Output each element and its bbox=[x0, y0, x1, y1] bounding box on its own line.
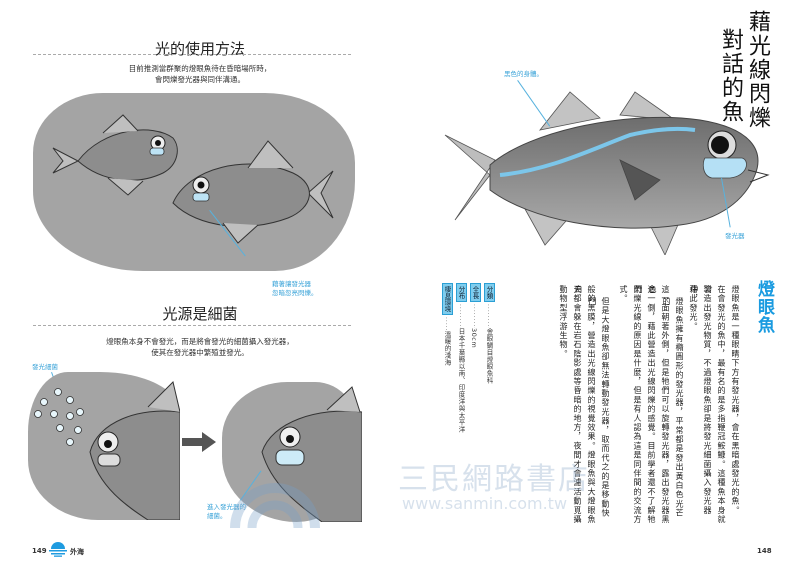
intro-line: 會閃爍發光器與同伴溝通。 bbox=[155, 75, 245, 84]
page-number-left: 149 bbox=[32, 547, 47, 555]
divider bbox=[33, 325, 351, 326]
left-page: 光的使用方法 目前推測當群聚的燈眼魚待在昏暗場所時， 會閃爍發光器與同伴溝通。 bbox=[0, 40, 400, 557]
body-text-col: 製造出發光物質，不過燈眼魚卻是將發光細菌攝入發光器中， bbox=[690, 285, 712, 515]
info-value: 金眼鯛目燈眼魚科 bbox=[485, 328, 493, 384]
info-label: 棲息環境 bbox=[442, 283, 453, 315]
body-text-col: 般的黑膜，營造出光線閃爍的視覺效果。燈眼魚與大燈眼魚白 bbox=[574, 285, 596, 525]
body-text-col: 閃爍光線的原因是什麼，但是有人認為這是同伴間的交流方 bbox=[633, 285, 642, 525]
dotted-leader: ·········· bbox=[456, 304, 463, 328]
body-text-col: 藉此發光。 bbox=[689, 285, 698, 331]
arrow-right-icon bbox=[182, 432, 216, 452]
main-title-col2: 對話的魚 bbox=[718, 28, 743, 124]
info-label: 全長 bbox=[470, 283, 481, 302]
info-value: 日本千葉縣以南、印度洋與太平洋 bbox=[457, 328, 465, 433]
info-value: 30cm bbox=[470, 328, 478, 349]
main-title-col1: 藉光線閃爍 bbox=[745, 10, 770, 130]
lanterneye-fish-illustration bbox=[444, 91, 770, 255]
dotted-leader: ·········· bbox=[484, 304, 491, 328]
fish-with-bacteria-illustration bbox=[261, 386, 363, 523]
section-label: 外海 bbox=[70, 548, 84, 556]
info-length: 全長 ·········· 30cm bbox=[470, 283, 482, 348]
right-page: 藉光線閃爍 對話的魚 黑色的身體。 發光器 燈 bbox=[400, 0, 800, 571]
body-text-col: 在會發光的魚中，最有名的是多指鞭冠鮟鱇。這種魚本身就會 bbox=[704, 285, 726, 525]
intro-line: 目前推測當群聚的燈眼魚待在昏暗場所時， bbox=[128, 64, 272, 73]
section-title-light-usage: 光的使用方法 bbox=[154, 40, 245, 58]
dotted-leader: ·········· bbox=[470, 304, 477, 328]
dotted-leader: ······· bbox=[442, 317, 449, 331]
info-label: 分類 bbox=[484, 283, 495, 302]
sunset-sea-icon bbox=[49, 542, 67, 557]
callout-light-organ: 發光器 bbox=[725, 232, 745, 240]
watermark-text: 三民網路書店 bbox=[398, 462, 590, 497]
callout-entered-bacteria: 進入發光器的 細菌。 bbox=[207, 503, 246, 520]
body-text-col: 這一面朝著外側，但是牠們可以旋轉發光器，露出發光器黑色 bbox=[648, 285, 670, 525]
callout-black-body: 黑色的身體。 bbox=[504, 70, 543, 78]
divider bbox=[33, 54, 351, 55]
body-text-col: 天都會躲在岩石陰影處等昏暗的地方，夜間才會濾活動覓攝 bbox=[573, 285, 582, 525]
body-text-col: 動物型浮游生物。 bbox=[559, 285, 568, 359]
info-value: 溫暖的淺海 bbox=[443, 331, 451, 366]
watermark-wave-logo-icon bbox=[230, 483, 320, 528]
intro-line: 使其在發光器中繁殖並發光。 bbox=[151, 348, 249, 357]
illustration-two-fish-background bbox=[33, 93, 355, 271]
callout-flash-organ: 藉著讓發光器 忽暗忽亮閃爍。 bbox=[272, 280, 318, 297]
info-label: 分布 bbox=[456, 283, 467, 302]
body-text-col: 但是大燈眼魚卻無法轉動發光器，取而代之的是移動快門 bbox=[588, 297, 610, 518]
watermark-url: www.sanmin.com.tw bbox=[402, 494, 568, 513]
fish-pair-illustration bbox=[52, 114, 334, 244]
body-text-col: 式。 bbox=[619, 285, 628, 304]
illustration-bacteria-before bbox=[28, 372, 181, 521]
page-number-right: 148 bbox=[757, 547, 772, 555]
body-text-col: 燈眼魚擁有橢圓形的發光器，平常都是發出黃白色光芒的 bbox=[662, 297, 684, 518]
body-text-col: 燈眼魚是一種眼睛下方有發光器，會在黑暗處發光的魚。 bbox=[731, 285, 740, 515]
section-title-light-source: 光源是細菌 bbox=[162, 305, 238, 323]
info-habitat: 棲息環境 ······· 溫暖的淺海 bbox=[442, 283, 454, 366]
info-classification: 分類 ·········· 金眼鯛目燈眼魚科 bbox=[484, 283, 496, 384]
intro-text-1: 目前推測當群聚的燈眼魚待在昏暗場所時， 會閃爍發光器與同伴溝通。 bbox=[0, 63, 400, 85]
callout-bacteria: 發光細菌 bbox=[32, 363, 58, 371]
intro-line: 燈眼魚本身不會發光，而是將會發光的細菌攝入發光器， bbox=[106, 337, 294, 346]
fish-name-title: 燈眼魚 bbox=[754, 280, 774, 334]
intro-text-2: 燈眼魚本身不會發光，而是將會發光的細菌攝入發光器， 使其在發光器中繁殖並發光。 bbox=[0, 336, 400, 358]
body-text-col: 這一側，藉此營造出光線閃爍的感覺。目前學者還不了解牠們 bbox=[634, 285, 656, 525]
watermark: 三民網路書店 www.sanmin.com.tw bbox=[230, 448, 660, 538]
info-distribution: 分布 ·········· 日本千葉縣以南、印度洋與太平洋 bbox=[456, 283, 468, 433]
bacteria-fish-illustration bbox=[34, 381, 181, 521]
illustration-bacteria-after bbox=[222, 382, 363, 523]
